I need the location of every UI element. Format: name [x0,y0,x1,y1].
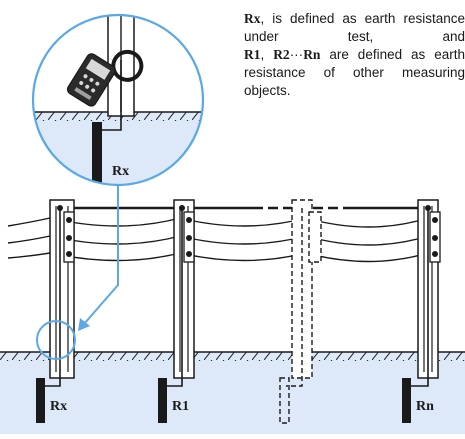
pole-rx [36,199,75,423]
description-text: Rx, is defined as earth resistance under… [244,10,465,100]
desc-line2: resistance under test, and [244,11,465,44]
ground-hatching [0,352,465,361]
callout-arrowhead [78,318,90,331]
desc-line1: , is defined as earth [260,11,396,26]
desc-line3: are defined as [320,47,426,62]
callout-arrow [83,186,119,325]
desc-line4: earth resistance of other [244,47,465,80]
zoom-circle-outline [31,13,205,187]
ground-area [0,352,465,434]
pole-rn [402,199,441,423]
clamp-meter [66,49,144,107]
symbol-r1: R1 [244,47,261,62]
desc-dots: ··· [289,47,304,62]
desc-sep1: , [260,47,274,62]
symbol-r2: R2 [273,47,290,62]
desc-line5: measuring objects. [244,65,465,98]
zoom-label-rx: Rx [112,164,129,179]
callout-target-circle [36,320,76,360]
label-rx: Rx [50,399,67,414]
symbol-rn: Rn [303,47,321,62]
label-rn: Rn [416,399,434,414]
label-r1: R1 [172,399,189,414]
pole-omitted-dashed [279,199,322,424]
pole-r1 [158,199,195,423]
symbol-rx: Rx [244,11,261,26]
